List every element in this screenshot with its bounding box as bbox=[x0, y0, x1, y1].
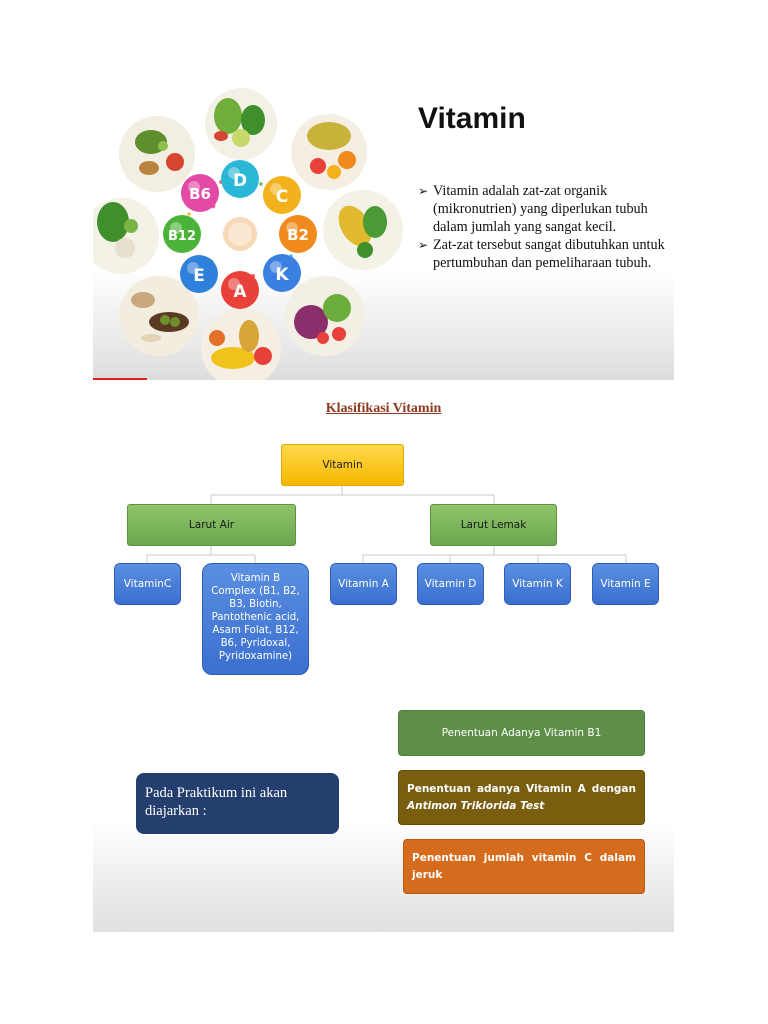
arrow-bullet-icon: ➢ bbox=[418, 238, 429, 252]
vegetable-cluster-bottom-right bbox=[285, 276, 365, 356]
vitamin-e-node: Vitamin E bbox=[592, 563, 659, 605]
vitamin-b-complex-node: Vitamin B Complex (B1, B2, B3, Biotin, P… bbox=[202, 563, 309, 675]
task-vitamin-a: Penentuan adanya Vitamin A dengan Antimo… bbox=[398, 770, 645, 825]
fat-soluble-node: Larut Lemak bbox=[430, 504, 557, 546]
vegetable-cluster-top bbox=[205, 88, 277, 160]
svg-text:B12: B12 bbox=[168, 229, 196, 244]
vitamin-foods-illustration: D B6 C B12 B2 E A K bbox=[93, 88, 403, 380]
arrow-bullet-icon: ➢ bbox=[418, 184, 429, 198]
slide-title: Klasifikasi Vitamin bbox=[325, 401, 442, 416]
fruit-cluster-top-right bbox=[291, 114, 367, 190]
svg-text:A: A bbox=[233, 282, 247, 302]
task-vitamin-a-method: Antimon Triklorida Test bbox=[407, 800, 545, 812]
bullet-item: ➢Vitamin adalah zat-zat organik (mikronu… bbox=[418, 183, 648, 235]
vegetable-cluster-left bbox=[93, 198, 159, 274]
bullet-list: ➢Vitamin adalah zat-zat organik (mikronu… bbox=[418, 182, 674, 272]
classification-slide: Klasifikasi Vitamin Vitamin Larut Air La… bbox=[93, 380, 674, 932]
vegetable-cluster-right bbox=[323, 190, 403, 270]
slide-progress-mark bbox=[93, 378, 147, 381]
svg-text:B6: B6 bbox=[189, 185, 211, 203]
water-soluble-node: Larut Air bbox=[127, 504, 296, 546]
fruit-cluster-bottom bbox=[201, 308, 281, 380]
svg-text:B2: B2 bbox=[287, 226, 309, 244]
vitamin-root-node: Vitamin bbox=[281, 444, 404, 486]
practicum-label: Pada Praktikum ini akan diajarkan : bbox=[136, 773, 339, 834]
svg-text:D: D bbox=[233, 171, 247, 191]
svg-text:C: C bbox=[276, 187, 288, 207]
grain-cluster-bottom-left bbox=[119, 276, 199, 356]
svg-text:K: K bbox=[275, 265, 289, 285]
vitamin-c-node: VitaminC bbox=[114, 563, 181, 605]
task-vitamin-b1: Penentuan Adanya Vitamin B1 bbox=[398, 710, 645, 756]
vitamin-slide: D B6 C B12 B2 E A K Vitamin ➢Vitamin ada… bbox=[93, 86, 674, 380]
bullet-item: ➢Zat-zat tersebut sangat dibutuhkan untu… bbox=[418, 237, 665, 271]
task-vitamin-c: Penentuan jumlah vitamin C dalam jeruk bbox=[403, 839, 645, 894]
food-cluster-top-left bbox=[119, 116, 195, 192]
tree-connectors bbox=[146, 486, 627, 563]
task-vitamin-a-text: Penentuan adanya Vitamin A dengan bbox=[407, 783, 636, 795]
slide-title: Vitamin bbox=[418, 102, 526, 135]
svg-text:E: E bbox=[193, 266, 205, 286]
vitamin-k-node: Vitamin K bbox=[504, 563, 571, 605]
vitamin-a-node: Vitamin A bbox=[330, 563, 397, 605]
vitamin-d-node: Vitamin D bbox=[417, 563, 484, 605]
